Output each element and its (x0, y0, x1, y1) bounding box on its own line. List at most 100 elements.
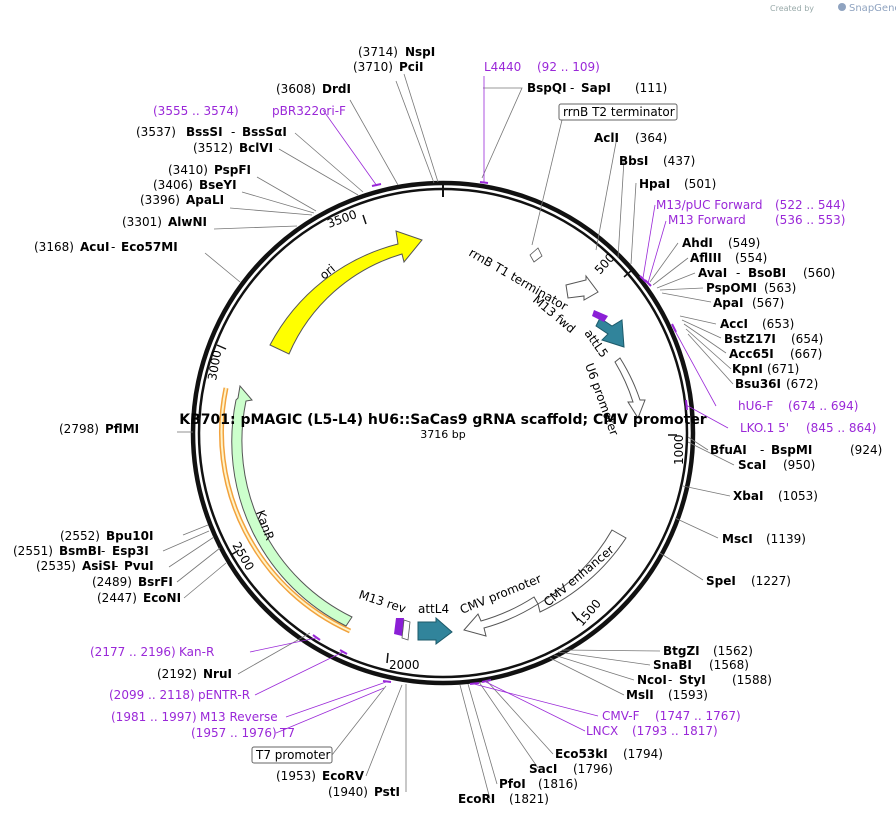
site-7-pos: (3396) (140, 193, 180, 207)
site-4-name: BclVI (239, 141, 273, 155)
site-0-pos: (3714) (358, 45, 398, 59)
site-13-name2: PvuI (124, 559, 154, 573)
site-30-pos: (667) (790, 347, 822, 361)
site-5-name: PspFI (214, 163, 251, 177)
tick-label-500: 500 (592, 251, 618, 277)
site-44-name: PfoI (499, 777, 526, 791)
primer-0-range: (92 .. 109) (537, 60, 600, 74)
site-3-pos: (3537) (136, 125, 176, 139)
site-28-name: AccI (720, 317, 748, 331)
tick-label-1500: 1500 (574, 597, 604, 629)
svg-text:-: - (101, 544, 105, 558)
site-33-name2: BspMI (771, 443, 812, 457)
site-29-name: BstZ17I (724, 332, 776, 346)
rrnb-t1-feature (565, 274, 599, 301)
m13-rev-feature (394, 618, 404, 636)
site-8-name: AlwNI (168, 215, 207, 229)
attl5-feature (595, 317, 625, 348)
site-31-name: KpnI (732, 362, 763, 376)
site-29-pos: (654) (791, 332, 823, 346)
primer-7-name: LNCX (586, 724, 618, 738)
site-17-pos: (1953) (276, 769, 316, 783)
svg-text:-: - (570, 81, 574, 95)
site-22-pos: (501) (684, 177, 716, 191)
primer-3-range: (536 .. 553) (775, 213, 845, 227)
rrnb-t2-box (558, 103, 678, 121)
site-41-pos: (1593) (668, 688, 708, 702)
site-18-pos: (1940) (328, 785, 368, 799)
primer-6-range: (1747 .. 1767) (655, 709, 741, 723)
primer-1-name: pBR322ori-F (272, 104, 346, 118)
m13-rev-label: M13 rev (357, 588, 408, 616)
cmv-enhancer-label: CMV enhancer (541, 542, 617, 609)
site-43-pos: (1796) (573, 762, 613, 776)
primer-2-range: (522 .. 544) (775, 198, 845, 212)
site-9-name: AcuI (80, 240, 109, 254)
primer-11-name: T7 (279, 726, 295, 740)
site-15-pos: (2447) (97, 591, 137, 605)
primer-1-range: (3555 .. 3574) (153, 104, 239, 118)
plasmid-size: 3716 bp (420, 428, 465, 441)
site-34-pos: (950) (783, 458, 815, 472)
site-13-pos: (2535) (36, 559, 76, 573)
site-34-name: ScaI (738, 458, 766, 472)
site-20-name: AclI (594, 131, 619, 145)
attl4-label: attL4 (418, 602, 449, 616)
site-9-pos: (3168) (34, 240, 74, 254)
site-31-pos: (671) (767, 362, 799, 376)
site-35-pos: (1053) (778, 489, 818, 503)
site-19-name: BspQI (527, 81, 567, 95)
site-18-name: PstI (374, 785, 400, 799)
site-33-pos: (924) (850, 443, 882, 457)
site-14-pos: (2489) (92, 575, 132, 589)
site-23-name: AhdI (682, 236, 713, 250)
site-16-pos: (2192) (157, 667, 197, 681)
primer-5-name: LKO.1 5' (740, 421, 789, 435)
site-19-name2: SapI (581, 81, 611, 95)
tick-label-1000: 1000 (672, 434, 686, 465)
site-45-name: EcoRI (458, 792, 495, 806)
site-24-name: AflIII (690, 251, 722, 265)
site-9-name2: Eco57MI (121, 240, 178, 254)
site-2-name: DrdI (322, 82, 351, 96)
site-8-pos: (3301) (122, 215, 162, 229)
site-36-name: MscI (722, 532, 753, 546)
primer-7-range: (1793 .. 1817) (632, 724, 718, 738)
site-40-name: NcoI (637, 673, 667, 687)
primer-0-name: L4440 (484, 60, 521, 74)
primer-labels: L4440 (92 .. 109) (3555 .. 3574) pBR322ori… (90, 60, 876, 740)
site-21-pos: (437) (663, 154, 695, 168)
snapgene-logo-icon (838, 3, 846, 11)
site-40-pos: (1588) (732, 673, 772, 687)
site-13-name: AsiSI (82, 559, 116, 573)
site-23-pos: (549) (728, 236, 760, 250)
cmv-promoter-feature (463, 596, 539, 637)
site-25-name2: BsoBI (748, 266, 786, 280)
site-0-name: NspI (405, 45, 435, 59)
primer-3-name: M13 Forward (668, 213, 746, 227)
t7-promoter-label: T7 promoter (255, 748, 331, 762)
site-36-pos: (1139) (766, 532, 806, 546)
site-24-pos: (554) (735, 251, 767, 265)
site-42-pos: (1794) (623, 747, 663, 761)
primer-4-range: (674 .. 694) (788, 399, 858, 413)
left-site-labels: (3714)NspI (3710)PciI (3608)DrdI (3537)B… (13, 45, 435, 799)
site-3-name: BssSI (186, 125, 223, 139)
primer-8-name: Kan-R (179, 645, 214, 659)
site-26-name: PspOMI (706, 281, 757, 295)
site-37-pos: (1227) (751, 574, 791, 588)
cmv-enhancer-feature (537, 529, 627, 613)
ori-feature (269, 230, 423, 355)
site-25-name: AvaI (698, 266, 727, 280)
site-11-name: Bpu10I (106, 529, 153, 543)
plasmid-title: KB701: pMAGIC (L5-L4) hU6::SaCas9 gRNA s… (179, 412, 707, 428)
m13-fwd-feature (592, 310, 608, 322)
svg-text:-: - (668, 673, 672, 687)
site-20-pos: (364) (635, 131, 667, 145)
tick-label-2000: 2000 (389, 658, 420, 672)
site-39-name: SnaBI (653, 658, 692, 672)
right-site-labels: BspQI-SapI(111) AclI(364) BbsI(437) HpaI… (458, 81, 882, 806)
site-6-name: BseYI (199, 178, 237, 192)
primer-11-range: (1957 .. 1976) (191, 726, 277, 740)
site-39-pos: (1568) (709, 658, 749, 672)
